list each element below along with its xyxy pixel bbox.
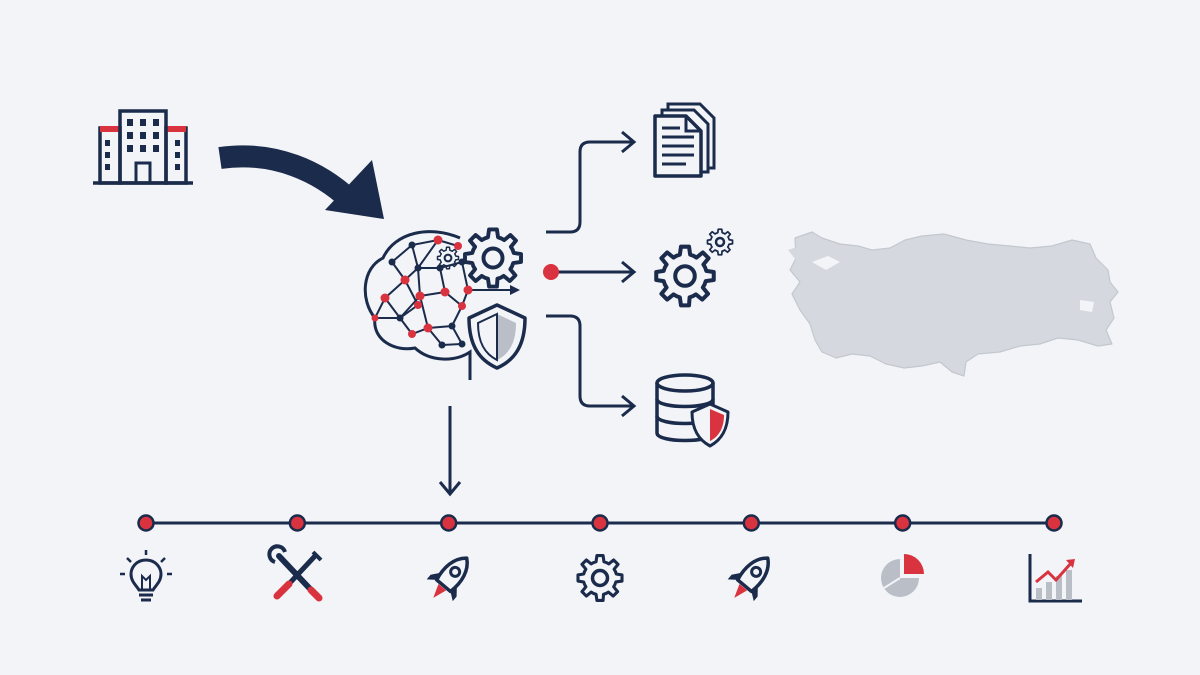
timeline-milestone-dot xyxy=(591,514,609,532)
connector-start-dot xyxy=(543,264,559,280)
curved-arrow xyxy=(218,145,384,219)
timeline-milestone-dot xyxy=(137,514,155,532)
gears-icon xyxy=(656,228,734,305)
gear-icon xyxy=(576,554,624,602)
timeline-milestone-dot xyxy=(1045,514,1063,532)
ai-brain-network-icon xyxy=(363,230,520,380)
timeline-milestone-dot xyxy=(742,514,761,532)
rocket-icon xyxy=(418,545,482,611)
tools-icon xyxy=(267,544,323,602)
pie-chart-icon xyxy=(881,554,924,597)
secure-database-icon xyxy=(655,373,730,448)
small-gear-icon xyxy=(436,246,460,270)
rocket-icon xyxy=(719,545,783,611)
shield-icon xyxy=(467,303,527,370)
timeline-milestone-dot xyxy=(439,514,458,532)
timeline-milestones xyxy=(137,514,1063,532)
timeline-milestone-dot xyxy=(288,514,307,532)
connector-to-database xyxy=(546,314,637,418)
timeline xyxy=(137,514,1063,532)
down-arrow xyxy=(438,406,462,497)
gear-icon xyxy=(463,227,523,289)
connector-to-gears xyxy=(552,260,637,284)
timeline-milestone-dot xyxy=(893,514,912,532)
documents-icon xyxy=(653,102,716,178)
lightbulb-icon xyxy=(120,550,172,602)
office-building-icon xyxy=(93,109,193,185)
turkey-map-silhouette xyxy=(788,231,1119,377)
connector-to-documents xyxy=(546,130,637,234)
growth-chart-icon xyxy=(1028,554,1082,603)
